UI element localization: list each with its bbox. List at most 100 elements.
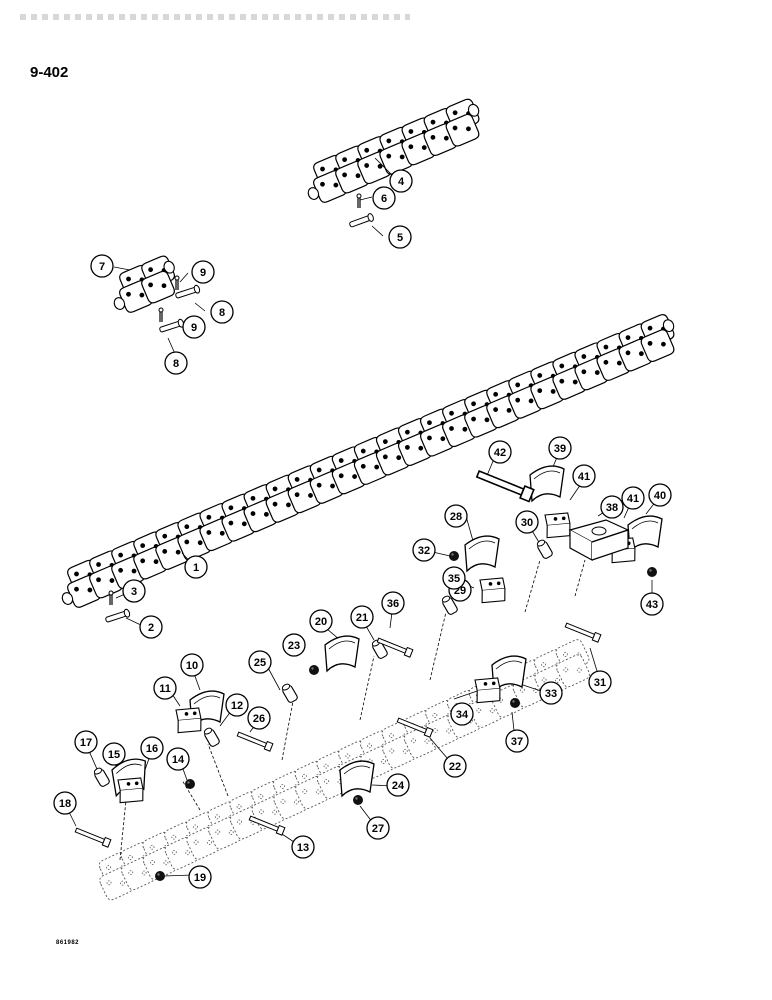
flight-part-28 — [464, 535, 500, 572]
callout-4: 4 — [389, 169, 413, 193]
callout-label: 41 — [627, 493, 639, 505]
cotter-part-6 — [356, 193, 362, 209]
pin-part-2-shape — [104, 608, 132, 625]
callout-41b: 41 — [621, 486, 645, 510]
callout-27: 27 — [366, 816, 390, 840]
parts-group — [74, 193, 663, 881]
callout-2: 2 — [139, 615, 163, 639]
callout-14: 14 — [166, 747, 190, 771]
callout-label: 28 — [450, 511, 462, 523]
callout-19: 19 — [188, 865, 212, 889]
nut-part-27 — [353, 795, 363, 805]
callout-28: 28 — [444, 504, 468, 528]
cotter-part-9b-shape — [158, 307, 164, 323]
block-part-38 — [568, 519, 630, 562]
center-line — [281, 695, 295, 761]
cotter-part-9 — [174, 275, 180, 291]
bolt-part-31-shape — [564, 620, 602, 643]
callout-label: 15 — [108, 749, 120, 761]
bolt-part-26 — [236, 729, 274, 752]
callout-8: 8 — [210, 300, 234, 324]
nut-part-27-shape — [353, 795, 363, 805]
nut-part-37-shape — [510, 698, 520, 708]
sleeve-part-12 — [202, 726, 221, 748]
callout-30: 30 — [515, 510, 539, 534]
callout-11: 11 — [153, 676, 177, 700]
callout-9b: 9 — [182, 315, 206, 339]
pin-part-8-shape — [174, 284, 202, 301]
leader-line — [164, 874, 193, 877]
callout-label: 38 — [606, 502, 618, 514]
flight-part-39-shape — [529, 465, 565, 502]
callout-18: 18 — [53, 791, 77, 815]
callout-label: 37 — [511, 736, 523, 748]
pin-part-8b — [158, 318, 186, 335]
nut-part-19-shape — [155, 871, 165, 881]
callout-label: 39 — [554, 443, 566, 455]
callout-12: 12 — [225, 693, 249, 717]
leader-line — [179, 272, 189, 283]
callout-9: 9 — [191, 260, 215, 284]
nut-part-14-shape — [185, 779, 195, 789]
flight-part-28-shape — [464, 535, 500, 572]
callout-label: 25 — [254, 657, 266, 669]
callout-label: 4 — [398, 176, 405, 188]
header-smudge — [20, 14, 410, 20]
bolt-part-26-shape — [236, 729, 274, 752]
callout-38: 38 — [600, 495, 624, 519]
nut-part-32 — [449, 551, 459, 561]
bracket-part-29-shape — [475, 573, 510, 608]
cotter-part-6-shape — [356, 193, 362, 209]
callout-34: 34 — [450, 702, 474, 726]
callout-label: 31 — [594, 677, 606, 689]
callout-label: 24 — [392, 780, 405, 792]
callout-26: 26 — [247, 706, 271, 730]
callout-8b: 8 — [164, 351, 188, 375]
nut-part-19 — [155, 871, 165, 881]
cotter-part-3-shape — [108, 590, 114, 606]
flight-part-24-shape — [339, 760, 375, 797]
chain-section-7 — [113, 253, 177, 315]
sleeve-part-25-shape — [280, 682, 299, 704]
center-line — [574, 559, 586, 597]
sleeve-part-12-shape — [202, 726, 221, 748]
callout-label: 8 — [219, 307, 225, 319]
pin-part-5-shape — [348, 212, 375, 230]
callout-5: 5 — [388, 225, 412, 249]
sleeve-part-30 — [535, 538, 554, 560]
sleeve-part-25 — [280, 682, 299, 704]
callout-33: 33 — [539, 681, 563, 705]
pin-part-5 — [348, 212, 375, 230]
callout-label: 18 — [59, 798, 71, 810]
callout-label: 32 — [418, 545, 430, 557]
callout-7: 7 — [90, 254, 114, 278]
bolt-part-18-shape — [74, 825, 112, 848]
center-line — [207, 743, 229, 797]
callout-3: 3 — [122, 579, 146, 603]
bolt-part-42 — [474, 467, 535, 503]
flight-part-39 — [529, 465, 565, 502]
callout-label: 16 — [146, 743, 158, 755]
callout-43: 43 — [640, 592, 664, 616]
center-line — [359, 655, 375, 721]
callout-label: 33 — [545, 688, 557, 700]
callout-13: 13 — [291, 835, 315, 859]
nut-part-14 — [185, 779, 195, 789]
callout-label: 21 — [356, 612, 368, 624]
callout-label: 7 — [99, 261, 105, 273]
callout-10: 10 — [180, 653, 204, 677]
leader-line — [194, 302, 206, 312]
callout-37: 37 — [505, 729, 529, 753]
callout-label: 2 — [148, 622, 154, 634]
callout-label: 23 — [288, 640, 300, 652]
callout-label: 19 — [194, 872, 206, 884]
callout-39: 39 — [548, 436, 572, 460]
center-line — [181, 779, 201, 811]
page-number: 9-402 — [30, 64, 69, 81]
callout-label: 1 — [193, 562, 199, 574]
callout-label: 20 — [315, 616, 327, 628]
callout-42: 42 — [488, 440, 512, 464]
callout-label: 42 — [494, 447, 506, 459]
nut-part-23 — [309, 665, 319, 675]
